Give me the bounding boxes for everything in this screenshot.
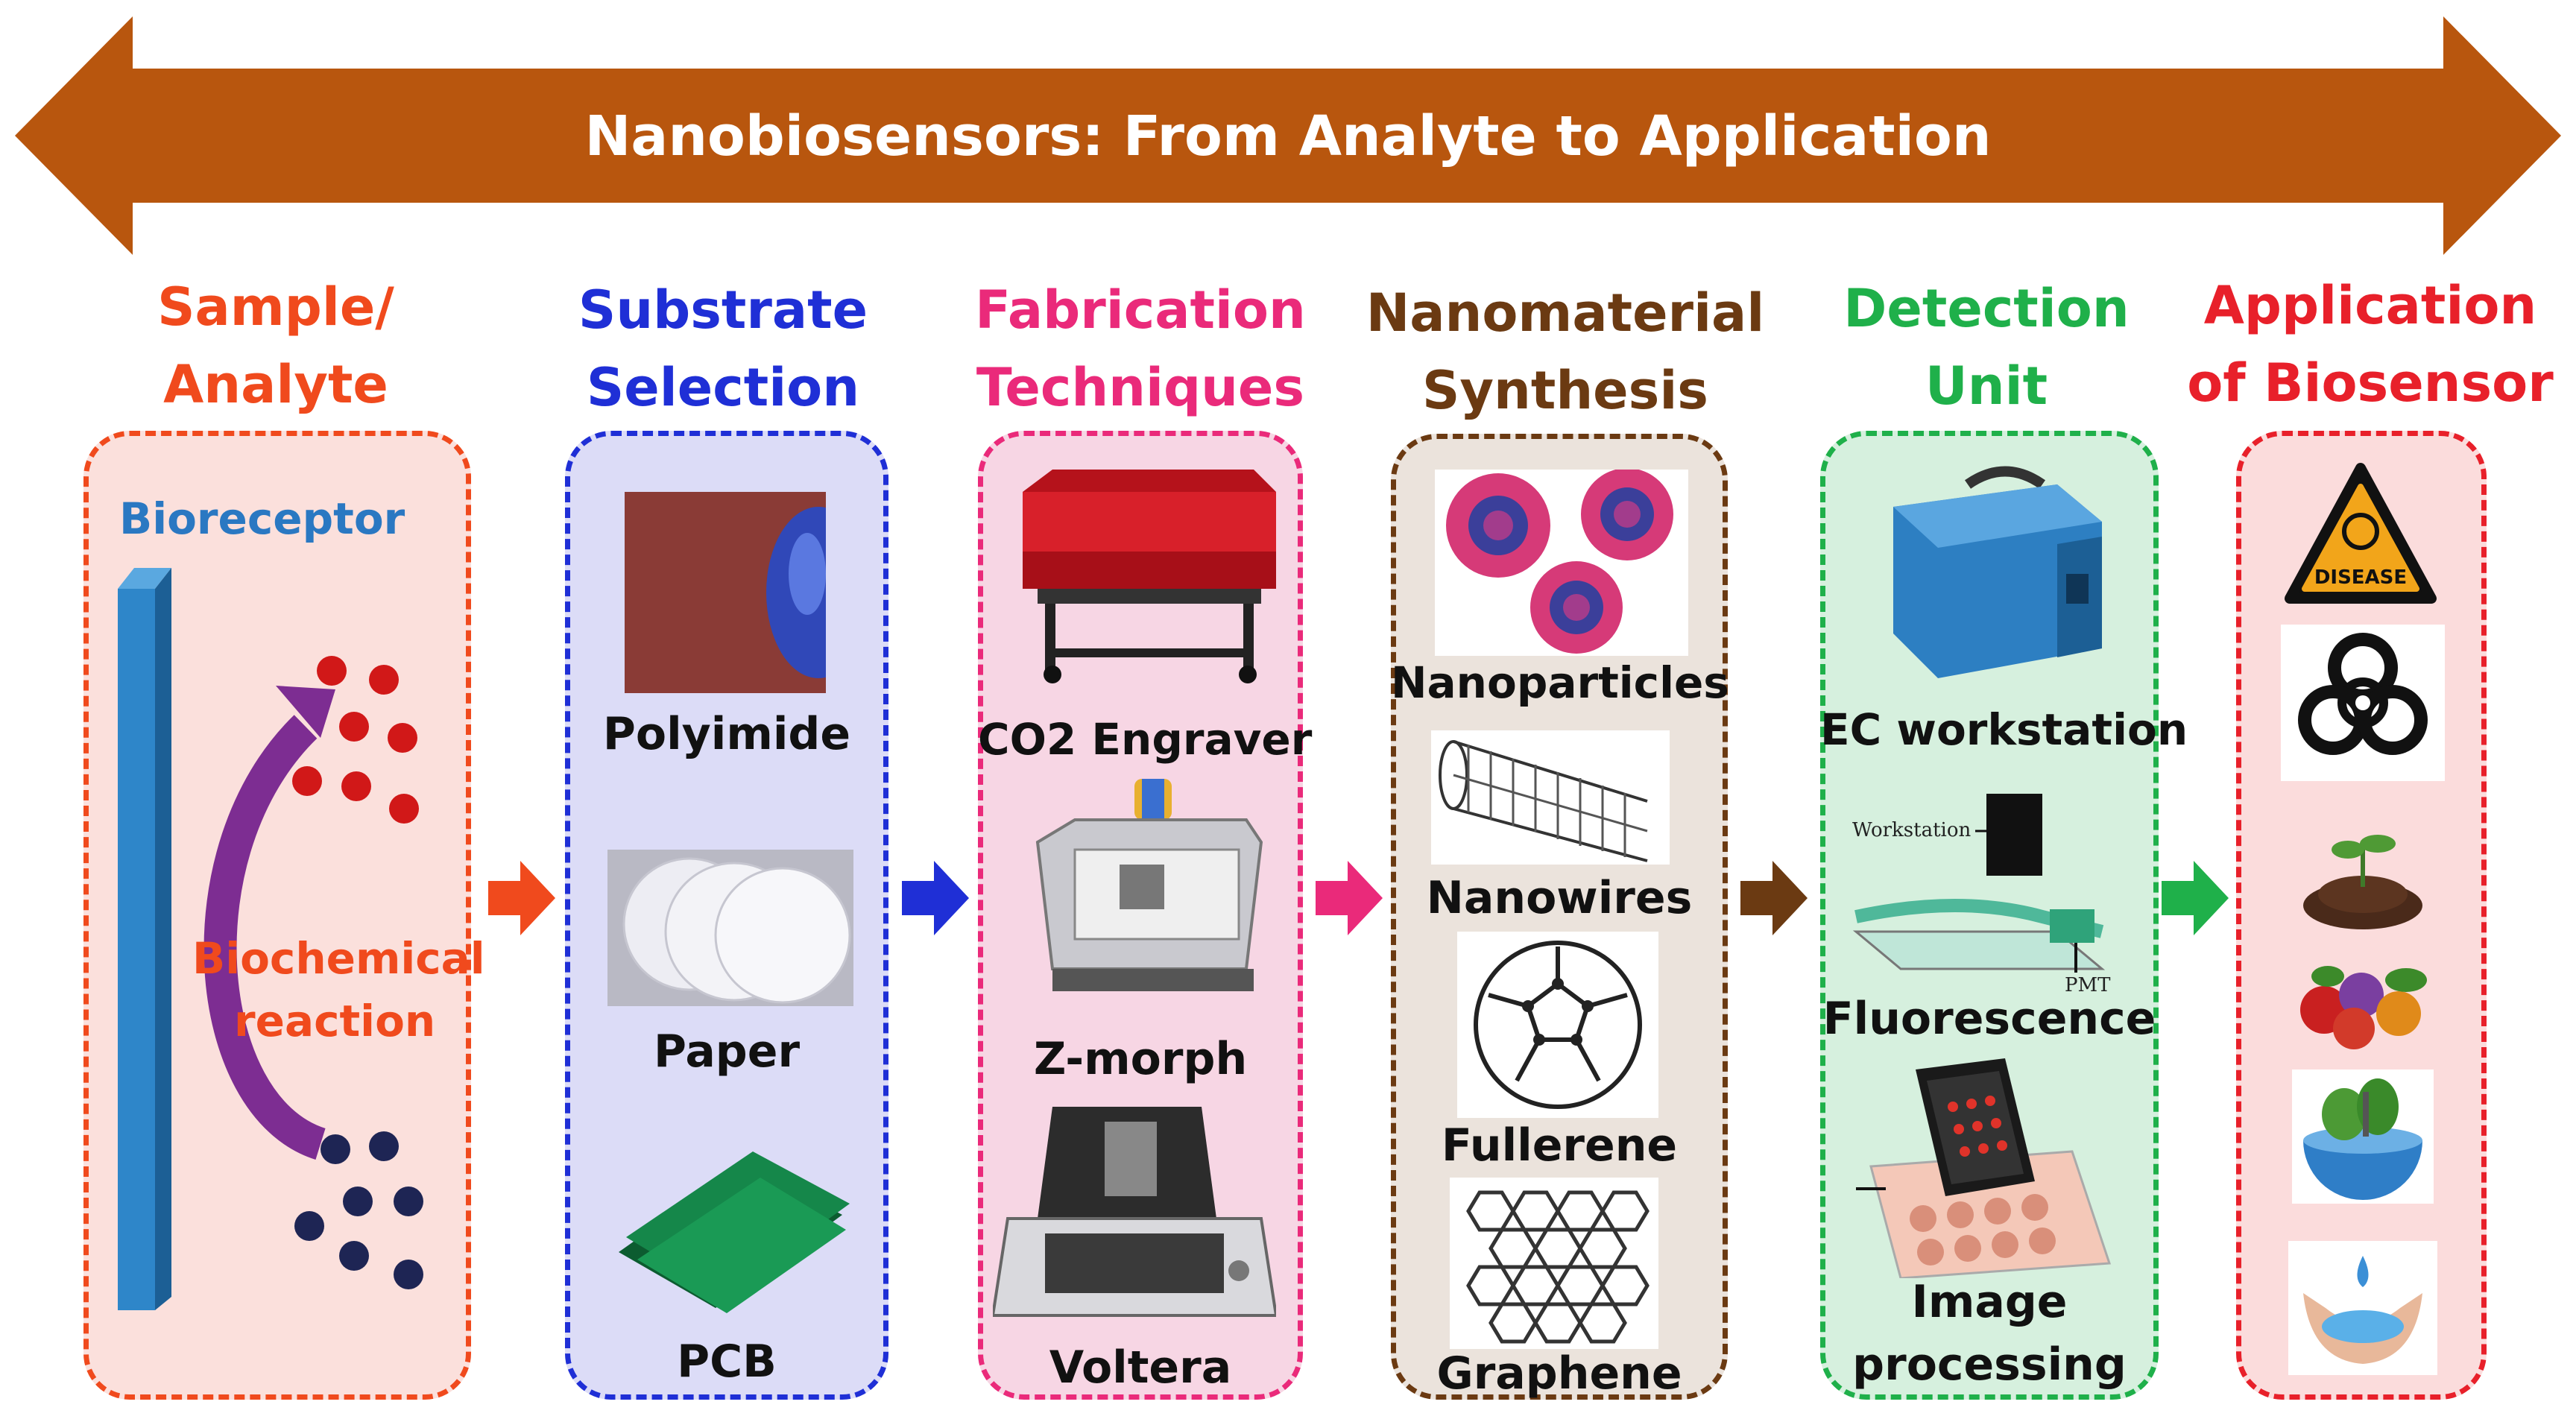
heading-sample: Sample/Analyte — [157, 277, 394, 415]
connector-arrow-4 — [1740, 861, 1808, 935]
connector-arrow-3 — [1316, 861, 1383, 935]
bioreceptor-reaction-illustration — [118, 568, 423, 1310]
connector-arrow-5 — [2162, 861, 2229, 935]
image-processing-label-1: Image — [1911, 1276, 2068, 1328]
nanoparticles-image — [1435, 470, 1688, 656]
polyimide-label: Polyimide — [602, 708, 851, 760]
z-morph-image — [1035, 779, 1263, 991]
disease-hazard-icon: DISEASE — [2285, 463, 2437, 604]
voltera-image — [993, 1107, 1276, 1317]
nanowires-image — [1431, 730, 1670, 865]
co2-engraver-label: CO2 Engraver — [978, 714, 1313, 765]
connector-arrow-1 — [488, 861, 555, 935]
banner-arrow-shape — [15, 16, 2561, 255]
biohazard-icon — [2281, 625, 2445, 781]
water-hands-icon — [2288, 1241, 2437, 1375]
bioreceptor-label: Bioreceptor — [119, 493, 405, 544]
paper-label: Paper — [653, 1026, 801, 1078]
disease-text: DISEASE — [2314, 566, 2407, 589]
connector-arrow-2 — [902, 861, 969, 935]
nanoparticles-label: Nanoparticles — [1391, 657, 1729, 708]
workstation-small-label: Workstation — [1852, 819, 1972, 841]
image-processing-image — [1856, 1058, 2112, 1278]
banner-title: Nanobiosensors: From Analyte to Applicat… — [584, 104, 1992, 168]
polyimide-image — [625, 492, 826, 693]
pcb-label: PCB — [677, 1336, 777, 1388]
image-processing-label-2: processing — [1852, 1339, 2127, 1391]
z-morph-label: Z-morph — [1033, 1033, 1248, 1085]
paper-image — [607, 850, 853, 1006]
reaction-label-2: reaction — [234, 996, 436, 1046]
graphene-label: Graphene — [1436, 1347, 1682, 1400]
graphene-image — [1450, 1178, 1658, 1349]
soil-plant-icon — [2303, 835, 2422, 929]
globe-environment-icon — [2292, 1069, 2434, 1204]
ec-workstation-image — [1893, 466, 2102, 678]
ec-workstation-label: EC workstation — [1820, 704, 2188, 755]
reaction-label-1: Biochemical — [192, 933, 485, 984]
voltera-label: Voltera — [1049, 1342, 1232, 1394]
banner-arrow — [15, 16, 2561, 255]
fullerene-label: Fullerene — [1441, 1119, 1678, 1172]
co2-engraver-image — [1023, 470, 1276, 683]
fullerene-image — [1457, 932, 1658, 1118]
pmt-small-label: PMT — [2065, 974, 2111, 991]
fluorescence-label: Fluorescence — [1822, 993, 2156, 1045]
nanowires-label: Nanowires — [1426, 872, 1693, 924]
pcb-image — [619, 1151, 850, 1313]
fluorescence-image: Workstation PMT — [1852, 794, 2111, 991]
fruits-vegetables-icon — [2300, 966, 2427, 1049]
